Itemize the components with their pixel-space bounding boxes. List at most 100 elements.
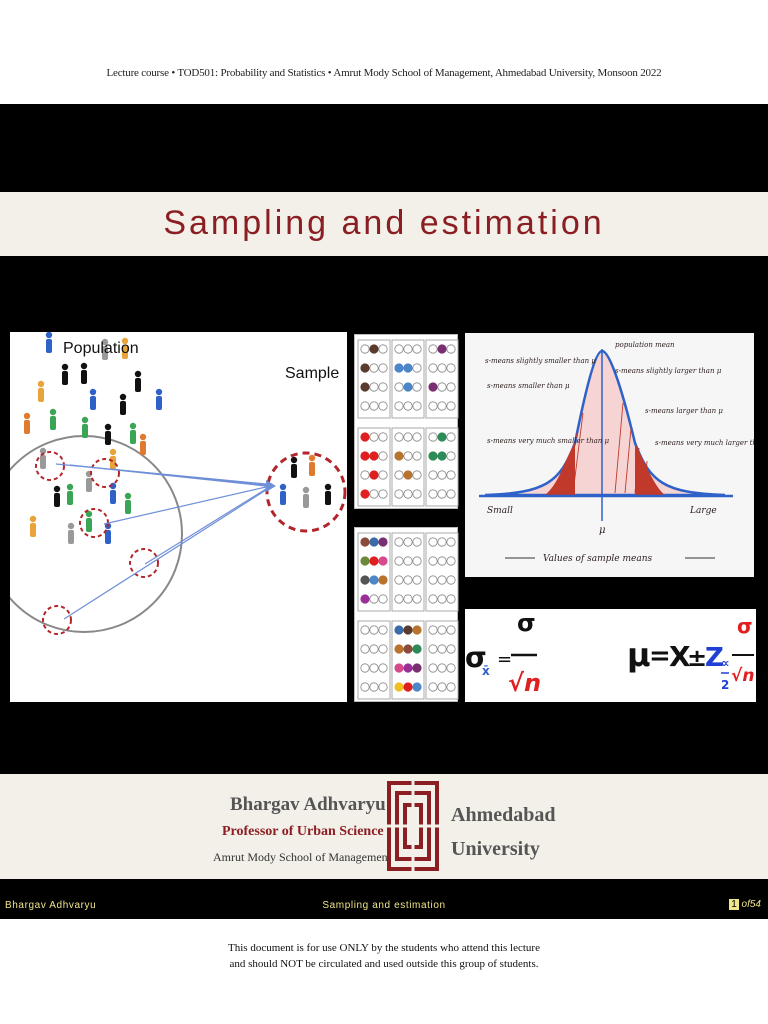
footer-bar: Bhargav Adhvaryu Sampling and estimation… [0,896,768,916]
grid-dot [369,382,379,392]
person-head [81,416,89,424]
grid-dot [403,644,413,654]
grid-dot [412,556,422,566]
grid-dot [369,575,379,585]
grid-dot [403,556,413,566]
grid-dot [378,344,388,354]
person-body [86,518,92,532]
grid-dot [428,594,438,604]
grid-dot [360,594,370,604]
ci-pm: ± [687,644,707,672]
disclaimer: This document is for use ONLY by the stu… [0,940,768,972]
grid-dot [437,401,447,411]
grid-dot [394,344,404,354]
grid-dot [360,489,370,499]
grid-dot [428,489,438,499]
grid-dot [378,556,388,566]
person-head [45,331,53,339]
grid-dot [428,663,438,673]
label-large: Large [689,506,717,516]
grid-dot [437,451,447,461]
grid-dot [360,575,370,585]
grid-dot [437,682,447,692]
person-head [139,433,147,441]
title-band: Sampling and estimation [0,192,768,256]
person-body [82,424,88,438]
ci-num: σ [737,614,753,638]
person-head [89,388,97,396]
grid-dot [446,489,456,499]
grid-dot [369,537,379,547]
person-head [53,485,61,493]
grid-dot [360,401,370,411]
person-body [110,456,116,470]
person-body [120,401,126,415]
grid-dot [428,625,438,635]
se-num: σ [517,609,536,637]
grid-dot [369,663,379,673]
grid-dot [412,363,422,373]
person-head [104,423,112,431]
se-lhs-sub: x̄ [482,664,490,678]
grid-dot [403,382,413,392]
sample-person-head [290,456,298,464]
grid-dot [428,401,438,411]
grid-dot [412,382,422,392]
grid-dot [369,401,379,411]
grid-dot [428,556,438,566]
person-head [67,522,75,530]
grid-dot [437,537,447,547]
grid-dot [403,575,413,585]
person-head [49,408,57,416]
author-name: Bhargav Adhvaryu [230,794,386,815]
grid-dot [394,682,404,692]
grid-dot [394,556,404,566]
grid-dot [428,644,438,654]
person-head [66,483,74,491]
grid-dot [394,537,404,547]
sampling-distribution-sketch: population mean s-means slightly smaller… [465,333,768,577]
person-head [37,380,45,388]
selection-ring [129,548,159,578]
se-eq: = [497,649,512,670]
person-body [125,500,131,514]
label-slightly-smaller: s-means slightly smaller than μ [485,357,596,365]
grid-dot [394,470,404,480]
grid-dot [403,344,413,354]
sample-person-body [325,491,331,505]
grid-dot [403,682,413,692]
university-logo [385,777,441,875]
population-sample-figure: Population Sample [0,283,347,702]
sample-grid-top [354,334,459,509]
grid-dot [437,625,447,635]
grid-dot [360,663,370,673]
grid-dot [403,489,413,499]
grid-dot [360,644,370,654]
grid-dot [369,344,379,354]
grid-dot [428,575,438,585]
ci-mu: μ [627,636,651,674]
sample-person-head [308,454,316,462]
label-very-much-smaller: s-means very much smaller than μ [487,437,609,445]
grid-dot [394,382,404,392]
grid-dot [394,363,404,373]
axis-label-bg [535,550,685,564]
grid-dot [369,682,379,692]
grid-dot [378,489,388,499]
label-population-mean: population mean [615,341,675,349]
grid-dot [394,451,404,461]
ci-den: √n [731,666,754,686]
grid-dot [378,363,388,373]
population-label: Population [63,340,139,357]
selection-rings [35,451,159,635]
grid-dot [428,451,438,461]
person-head [23,412,31,420]
person-body [67,491,73,505]
grid-dot [446,537,456,547]
grid-dot [412,663,422,673]
grid-dot [437,594,447,604]
university-name-line2: University [451,838,540,860]
grid-dot [369,451,379,461]
grid-dot [378,663,388,673]
footer-title: Sampling and estimation [322,900,446,911]
